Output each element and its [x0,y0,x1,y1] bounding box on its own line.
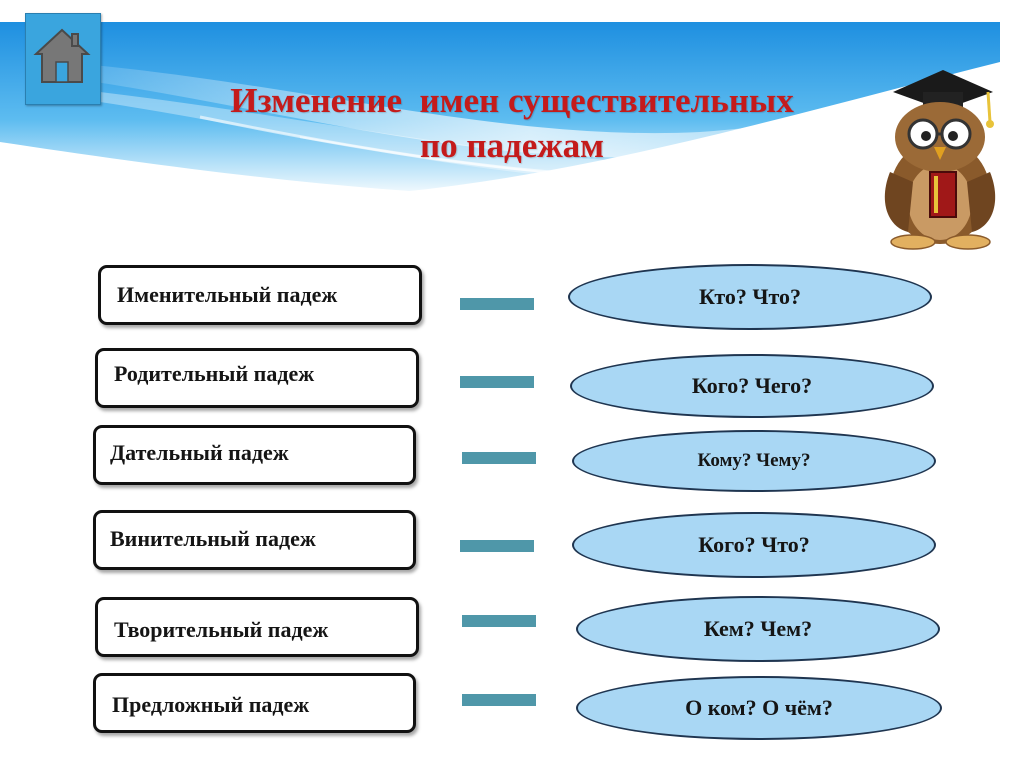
question-oval-prepositional: О ком? О чём? [576,676,942,740]
question-oval-dative: Кому? Чему? [572,430,936,492]
case-box-nominative: Именительный падеж [98,265,422,325]
title-line-1: Изменение имен существительных [230,81,794,120]
owl-professor-icon [868,52,1018,257]
question-label: Кто? Что? [698,284,802,309]
home-icon [33,28,91,83]
case-label: Творительный падеж [114,617,329,642]
question-label: Кому? Чему? [697,450,811,471]
question-label: Кого? Что? [698,532,810,557]
dash-connector [460,298,534,310]
header-banner [0,22,1000,222]
case-label: Винительный падеж [110,526,316,551]
question-oval-accusative: Кого? Что? [572,512,936,578]
dash-connector [462,615,536,627]
case-label: Родительный падеж [114,361,315,386]
case-label: Дательный падеж [110,440,289,465]
page-title: Изменение имен существительных по падежа… [0,78,1024,168]
question-label: О ком? О чём? [685,695,833,720]
case-box-accusative: Винительный падеж [93,510,416,570]
case-box-dative: Дательный падеж [93,425,416,485]
question-oval-nominative: Кто? Что? [568,264,932,330]
question-oval-instrumental: Кем? Чем? [576,596,940,662]
question-label: Кого? Чего? [691,373,813,398]
dash-connector [462,452,536,464]
case-box-instrumental: Творительный падеж [95,597,419,657]
case-box-prepositional: Предложный падеж [93,673,416,733]
title-line-2: по падежам [419,126,605,165]
question-label: Кем? Чем? [703,616,813,641]
dash-connector [460,540,534,552]
case-label: Предложный падеж [112,692,310,717]
dash-connector [460,376,534,388]
question-oval-genitive: Кого? Чего? [570,354,934,418]
case-box-genitive: Родительный падеж [95,348,419,408]
home-button[interactable] [25,13,101,105]
case-label: Именительный падеж [117,282,338,307]
dash-connector [462,694,536,706]
